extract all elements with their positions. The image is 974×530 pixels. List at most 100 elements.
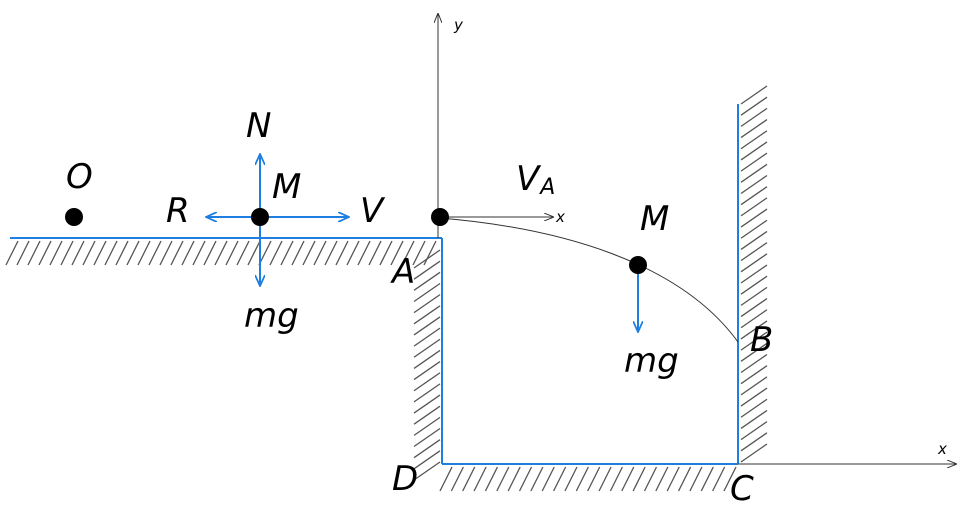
hatch-mark bbox=[740, 275, 768, 295]
hatch-mark bbox=[104, 240, 118, 266]
hatch-mark bbox=[413, 383, 441, 403]
label-C: C bbox=[730, 469, 754, 509]
hatch-mark bbox=[115, 240, 129, 266]
label-A: A bbox=[390, 252, 415, 292]
hatch-mark bbox=[740, 186, 768, 206]
hatch-mark bbox=[413, 372, 441, 392]
hatch-mark bbox=[740, 219, 768, 239]
label-mg-left: mg bbox=[244, 296, 299, 336]
hatch-mark bbox=[740, 85, 768, 105]
hatch-mark bbox=[740, 443, 768, 463]
hatch-mark bbox=[413, 316, 441, 336]
hatch-mark bbox=[126, 240, 140, 266]
hatch-mark bbox=[740, 141, 768, 161]
label-VA: VA bbox=[516, 159, 555, 200]
hatch-mark bbox=[379, 240, 393, 266]
hatch-mark bbox=[587, 466, 601, 492]
hatch-mark bbox=[368, 240, 382, 266]
hatch-mark bbox=[225, 240, 239, 266]
hatch-mark bbox=[507, 466, 521, 492]
hatch-mark bbox=[247, 240, 261, 266]
hatch-mark bbox=[496, 466, 510, 492]
label-VA-main: V bbox=[516, 159, 542, 199]
hatch-mark bbox=[632, 466, 646, 492]
hatch-mark bbox=[413, 427, 441, 448]
hatch-mark bbox=[564, 466, 578, 492]
point-O bbox=[65, 208, 83, 226]
label-VA-subscript: A bbox=[538, 175, 555, 200]
hatch-mark bbox=[740, 174, 768, 195]
hatch-mark bbox=[413, 361, 441, 381]
hatch-mark bbox=[357, 240, 371, 266]
hatch-mark bbox=[723, 466, 737, 492]
hatch-mark bbox=[38, 240, 52, 266]
hatch-mark bbox=[740, 331, 768, 351]
hatch-mark bbox=[689, 466, 703, 492]
hatch-mark bbox=[439, 466, 453, 492]
hatch-mark bbox=[518, 466, 533, 492]
label-x-far: x bbox=[937, 440, 947, 458]
hatch-mark bbox=[530, 466, 544, 492]
hatch-mark bbox=[655, 466, 669, 492]
hatch-mark bbox=[280, 240, 294, 266]
hatch-mark bbox=[401, 240, 415, 266]
right-wall-hatching bbox=[740, 85, 768, 463]
hatch-mark bbox=[148, 240, 162, 266]
hatch-mark bbox=[413, 271, 441, 291]
hatch-mark bbox=[462, 466, 476, 492]
hatch-mark bbox=[740, 230, 768, 250]
label-R: R bbox=[166, 191, 190, 231]
hatch-mark bbox=[740, 163, 768, 183]
hatch-mark bbox=[740, 398, 768, 418]
hatch-mark bbox=[192, 240, 206, 266]
hatch-mark bbox=[740, 107, 768, 127]
hatch-mark bbox=[677, 466, 692, 492]
hatch-mark bbox=[700, 466, 714, 492]
hatch-mark bbox=[159, 240, 173, 266]
hatch-mark bbox=[740, 409, 768, 429]
hatch-mark bbox=[203, 240, 217, 266]
hatch-mark bbox=[413, 305, 441, 325]
hatch-mark bbox=[5, 240, 19, 266]
label-O: O bbox=[66, 157, 93, 197]
hatch-mark bbox=[740, 342, 768, 362]
hatch-mark bbox=[413, 294, 441, 314]
trajectory-curve bbox=[439, 217, 739, 343]
cliff-wall-hatching bbox=[413, 249, 441, 481]
hatch-mark bbox=[413, 249, 441, 269]
hatch-mark bbox=[170, 240, 184, 266]
hatch-mark bbox=[27, 240, 41, 266]
hatch-mark bbox=[236, 240, 250, 266]
hatch-mark bbox=[413, 394, 441, 414]
label-M-right: M bbox=[640, 199, 669, 239]
hatch-mark bbox=[740, 253, 768, 273]
hatch-mark bbox=[740, 353, 768, 374]
hatch-mark bbox=[335, 240, 349, 266]
hatch-mark bbox=[413, 439, 441, 459]
hatch-mark bbox=[598, 466, 612, 492]
hatch-mark bbox=[413, 461, 441, 481]
hatch-mark bbox=[413, 327, 441, 347]
label-N: N bbox=[246, 106, 271, 146]
point-A bbox=[431, 208, 449, 226]
hatch-mark bbox=[324, 240, 338, 266]
hatch-mark bbox=[740, 376, 768, 396]
hatch-mark bbox=[473, 466, 487, 492]
hatch-mark bbox=[413, 405, 441, 425]
hatch-mark bbox=[93, 240, 107, 266]
hatch-mark bbox=[740, 320, 768, 340]
point-M-right bbox=[629, 256, 647, 274]
hatch-mark bbox=[181, 240, 195, 266]
hatch-mark bbox=[390, 240, 404, 266]
hatch-mark bbox=[740, 197, 768, 217]
label-M-left: M bbox=[272, 167, 301, 207]
hatch-mark bbox=[291, 240, 305, 266]
hatch-mark bbox=[71, 240, 85, 266]
hatch-mark bbox=[16, 240, 30, 266]
hatch-mark bbox=[740, 119, 768, 139]
lower-ground-hatching bbox=[439, 466, 737, 492]
label-mg-right: mg bbox=[624, 341, 679, 381]
hatch-mark bbox=[740, 421, 768, 441]
hatch-mark bbox=[413, 416, 441, 436]
hatch-mark bbox=[740, 432, 768, 452]
